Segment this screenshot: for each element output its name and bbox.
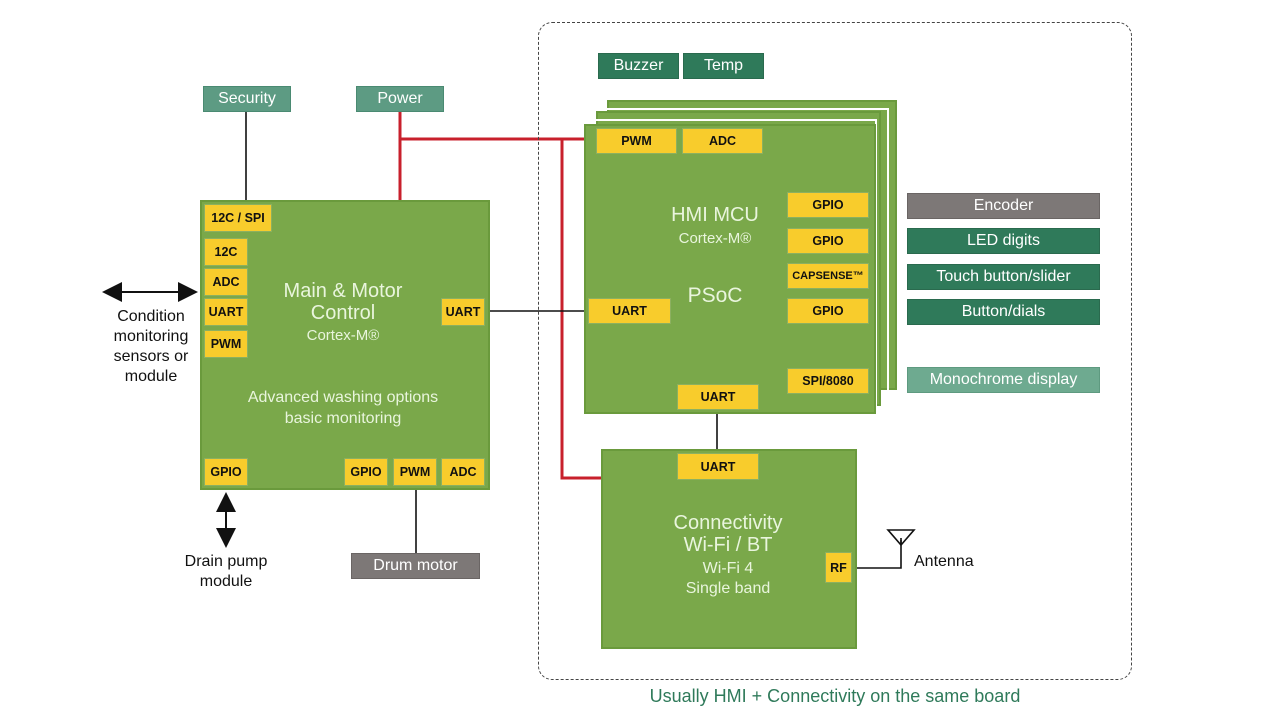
condition-line-2: monitoring	[113, 328, 189, 345]
main-pin-gpio-left: GPIO	[204, 458, 248, 486]
conn-pin-uart: UART	[677, 453, 759, 480]
conn-sub-line1: Wi-Fi 4	[702, 560, 754, 577]
hmi-pin-uart-left: UART	[588, 298, 671, 324]
hmi-mcu-title: HMI MCU	[671, 204, 759, 226]
monochrome-display-tag: Monochrome display	[907, 367, 1100, 393]
main-mcu-title-line2: Control	[310, 302, 376, 324]
main-pin-i2c-spi: 12C / SPI	[204, 204, 272, 232]
main-mcu-title-line1: Main & Motor	[283, 280, 403, 302]
rf-antenna-line	[852, 538, 902, 569]
hmi-connectivity-board-boundary	[538, 22, 1132, 680]
power-tag: Power	[356, 86, 444, 112]
antenna-icon	[886, 529, 916, 547]
encoder-tag: Encoder	[907, 193, 1100, 219]
hmi-pin-adc: ADC	[682, 128, 763, 154]
main-pin-gpio: GPIO	[344, 458, 388, 486]
hmi-pin-capsense: CAPSENSE™	[787, 263, 869, 289]
main-pin-i2c: 12C	[204, 238, 248, 266]
conn-pin-rf: RF	[825, 552, 852, 583]
main-mcu-desc-line1: Advanced washing options	[247, 389, 439, 406]
temp-tag: Temp	[683, 53, 764, 79]
buzzer-tag: Buzzer	[598, 53, 679, 79]
conn-title-line2: Wi-Fi / BT	[683, 534, 773, 556]
power-line-conn	[560, 139, 602, 480]
main-mcu-core: Cortex-M®	[306, 327, 380, 344]
hmi-pin-gpio-2: GPIO	[787, 228, 869, 254]
hmi-pin-gpio-3: GPIO	[787, 298, 869, 324]
drum-motor-tag: Drum motor	[351, 553, 480, 579]
connectivity-module	[601, 449, 857, 649]
hmi-mcu-layer-back-outline	[605, 108, 889, 398]
condition-line-3: sensors or	[113, 348, 189, 365]
main-pin-adc-bottom: ADC	[441, 458, 485, 486]
drain-line-1: Drain pump	[184, 553, 268, 570]
main-pin-pwm-bottom: PWM	[393, 458, 437, 486]
main-pin-uart-right: UART	[441, 298, 485, 326]
hmi-pin-spi-8080: SPI/8080	[787, 368, 869, 394]
condition-monitoring-label: Condition monitoring sensors or module	[96, 307, 206, 387]
hmi-pin-gpio-1: GPIO	[787, 192, 869, 218]
condition-line-4: module	[124, 368, 178, 385]
hmi-mcu-core: Cortex-M®	[678, 230, 752, 247]
main-mcu-desc-line2: basic monitoring	[284, 410, 402, 427]
touch-button-slider-tag: Touch button/slider	[907, 264, 1100, 290]
main-pin-adc: ADC	[204, 268, 248, 296]
main-motor-control-mcu	[200, 200, 490, 490]
board-caption: Usually HMI + Connectivity on the same b…	[649, 686, 1021, 706]
conn-sub-line2: Single band	[685, 580, 771, 597]
main-pin-pwm: PWM	[204, 330, 248, 358]
drain-pump-label: Drain pump module	[166, 552, 286, 592]
led-digits-tag: LED digits	[907, 228, 1100, 254]
button-dials-tag: Button/dials	[907, 299, 1100, 325]
hmi-pin-pwm: PWM	[596, 128, 677, 154]
hmi-mcu-layer-mid-outline	[594, 119, 877, 409]
antenna-label: Antenna	[914, 553, 974, 570]
drain-line-2: module	[199, 573, 253, 590]
hmi-mcu-family: PSoC	[687, 284, 743, 307]
condition-line-1: Condition	[117, 308, 185, 325]
conn-title-line1: Connectivity	[673, 512, 783, 534]
hmi-pin-uart-bottom: UART	[677, 384, 759, 410]
main-pin-uart: UART	[204, 298, 248, 326]
power-lines	[398, 112, 602, 480]
security-tag: Security	[203, 86, 291, 112]
